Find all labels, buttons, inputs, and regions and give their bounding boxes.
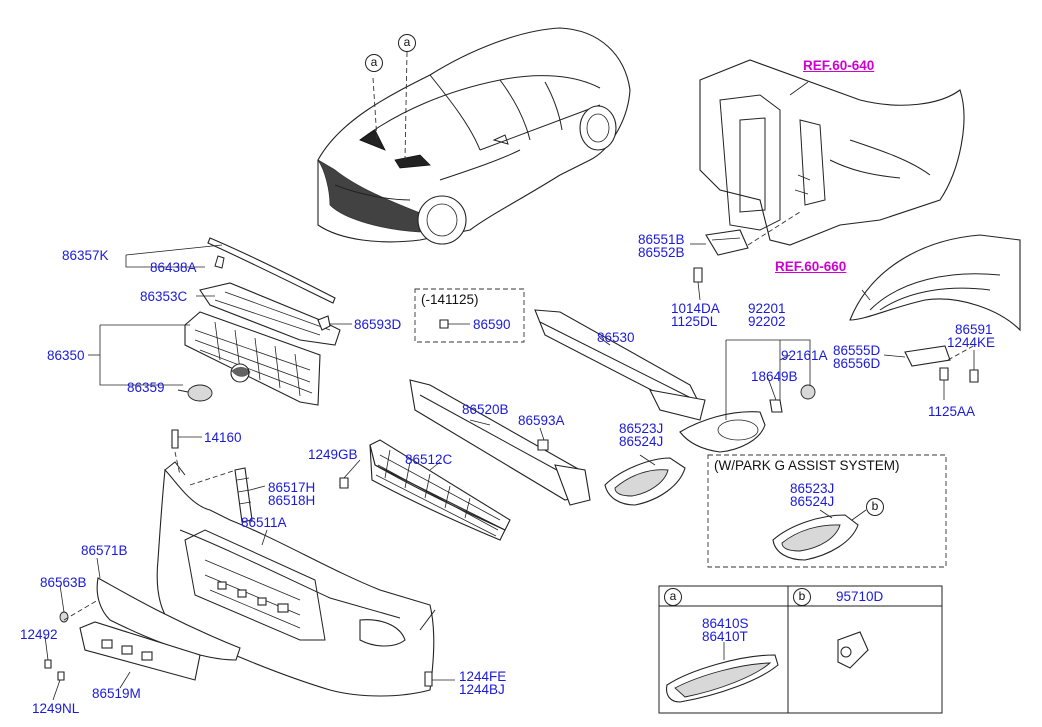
label-1244KE: 1244KE (947, 335, 996, 350)
car-callout-a1: a (365, 54, 383, 72)
label-1125DL: 1125DL (671, 314, 718, 329)
label-12492: 12492 (20, 627, 58, 642)
label-1244BJ: 1244BJ (459, 682, 505, 697)
label-14160: 14160 (204, 430, 242, 445)
label-86517H: 86517H (268, 480, 316, 495)
label-18649B: 18649B (751, 369, 798, 384)
legend-a-callout: a (664, 588, 682, 606)
label-86512C: 86512C (405, 452, 453, 467)
label-86556D: 86556D (833, 356, 881, 371)
energy-absorber (409, 379, 591, 506)
label-86359: 86359 (127, 380, 165, 395)
lower-grille (339, 439, 511, 541)
label-86523J: 86523J (619, 421, 664, 436)
label-86520B: 86520B (462, 402, 509, 417)
label-1244FE: 1244FE (459, 669, 507, 684)
label-86519M: 86519M (92, 686, 141, 701)
front-bumper-fascia (156, 429, 436, 697)
label-86530: 86530 (597, 330, 635, 345)
legend-table (658, 585, 943, 714)
date-range-box (414, 288, 525, 343)
label-86524J: 86524J (619, 434, 664, 449)
label-86357K: 86357K (62, 248, 109, 263)
upper-grille-group (177, 237, 341, 406)
bumper-beam (534, 309, 706, 421)
label-86593D: 86593D (354, 317, 402, 332)
front-structure (699, 59, 965, 246)
fog-lamp-group (679, 339, 816, 453)
label-86563B: 86563B (40, 575, 87, 590)
label-86438A: 86438A (150, 260, 197, 275)
label-86511A: 86511A (241, 515, 287, 530)
park-assist-title: (W/PARK G ASSIST SYSTEM) (714, 458, 900, 473)
label-86353C: 86353C (140, 289, 188, 304)
label-86590: 86590 (473, 317, 511, 332)
label-86555D: 86555D (833, 343, 881, 358)
label-92161A: 92161A (781, 348, 828, 363)
fog-bezel-park (772, 509, 867, 561)
legend-b-callout: b (793, 588, 811, 606)
label-86518H: 86518H (268, 493, 316, 508)
park-callout-b: b (866, 498, 884, 516)
right-brackets (690, 81, 979, 400)
label-95710D: 95710D (836, 589, 884, 604)
lower-trim-group (44, 557, 455, 701)
label-1125AA: 1125AA (928, 404, 976, 419)
park-assist-box (707, 454, 947, 568)
label-86410T: 86410T (702, 629, 748, 644)
ref-60-640[interactable]: REF.60-640 (803, 58, 875, 73)
label-86593A: 86593A (518, 413, 565, 428)
label-1014DA: 1014DA (671, 301, 720, 316)
car-illustration (317, 27, 631, 245)
label-86591: 86591 (955, 322, 993, 337)
fog-bezel (604, 454, 686, 506)
label-1249GB: 1249GB (308, 447, 358, 462)
label-92202: 92202 (748, 314, 786, 329)
label-86350: 86350 (47, 348, 85, 363)
car-callout-a2: a (398, 34, 416, 52)
label-92201: 92201 (748, 301, 786, 316)
label-86410S: 86410S (702, 616, 749, 631)
label-86552B: 86552B (638, 245, 685, 260)
leader-lines-left (88, 244, 352, 386)
label-1249NL: 1249NL (32, 701, 80, 716)
label-86551B: 86551B (638, 232, 685, 247)
label-date-range: (-141125) (421, 292, 479, 307)
label-86523J-park: 86523J (790, 481, 835, 496)
ref-60-660[interactable]: REF.60-660 (775, 259, 847, 274)
fender (849, 234, 1021, 332)
label-86571B: 86571B (81, 543, 128, 558)
label-86524J-park: 86524J (790, 494, 835, 509)
